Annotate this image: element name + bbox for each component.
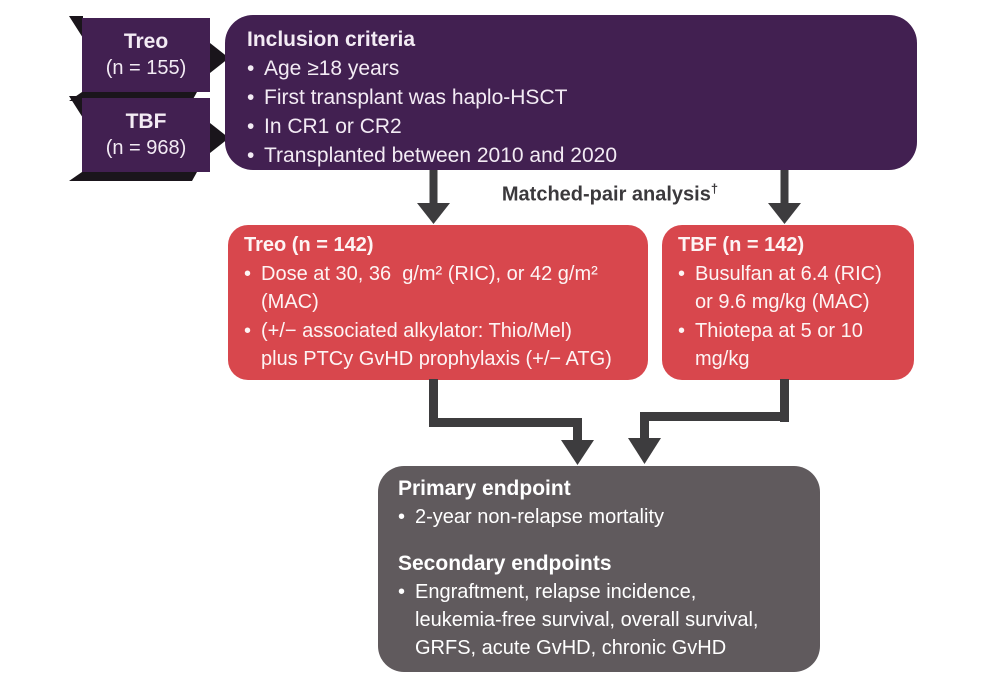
bullet-icon: • — [247, 86, 255, 109]
matched-pair-analysis-label: Matched-pair analysis† — [501, 181, 719, 206]
tbf-box-line: or 9.6 mg/kg (MAC) — [695, 291, 870, 313]
tbf-matched-box: TBF (n = 142) •Busulfan at 6.4 (RIC) or … — [662, 225, 914, 380]
secondary-endpoint-line: •Engraftment, relapse incidence, — [398, 578, 800, 606]
primary-endpoint-line: •2-year non-relapse mortality — [398, 503, 800, 531]
spacer — [398, 531, 800, 550]
secondary-endpoint-line: GRFS, acute GvHD, chronic GvHD — [415, 637, 727, 659]
banner-treo: Treo (n = 155) — [66, 12, 231, 104]
bullet-icon: • — [398, 506, 406, 528]
secondary-endpoint-line: leukemia-free survival, overall survival… — [415, 609, 759, 631]
bullet-icon: • — [247, 57, 255, 80]
treo-box-line: (MAC) — [261, 291, 319, 313]
tbf-box-line: •Thiotepa at 5 or 10 — [678, 317, 898, 346]
bullet-icon: • — [244, 319, 252, 342]
elbow-connector-right-icon — [628, 379, 789, 464]
bullet-icon: • — [247, 115, 255, 138]
bullet-icon: • — [398, 581, 406, 603]
bullet-icon: • — [678, 319, 686, 342]
primary-endpoint-title: Primary endpoint — [398, 477, 571, 500]
treo-matched-title: Treo (n = 142) — [244, 234, 374, 256]
elbow-connector-left-icon — [429, 379, 594, 465]
treo-box-line: •Dose at 30, 36 g/m² (RIC), or 42 g/m² — [244, 260, 632, 289]
banner-treo-count: (n = 155) — [105, 57, 187, 79]
dagger-icon: † — [710, 181, 719, 196]
ribbon-banner-icon — [69, 96, 229, 181]
bullet-icon: • — [678, 262, 686, 285]
endpoints-box: Primary endpoint •2-year non-relapse mor… — [378, 466, 820, 672]
treo-matched-box: Treo (n = 142) •Dose at 30, 36 g/m² (RIC… — [228, 225, 648, 380]
tbf-box-line: •Busulfan at 6.4 (RIC) — [678, 260, 898, 289]
inclusion-bullet: •First transplant was haplo-HSCT — [247, 83, 895, 112]
tbf-box-line: mg/kg — [695, 348, 750, 370]
inclusion-criteria-title: Inclusion criteria — [247, 28, 416, 51]
inclusion-bullet: •In CR1 or CR2 — [247, 112, 895, 141]
inclusion-criteria-box: Inclusion criteria •Age ≥18 years •First… — [225, 15, 917, 170]
tbf-matched-title: TBF (n = 142) — [678, 234, 805, 256]
ribbon-banner-icon — [69, 16, 229, 101]
inclusion-bullet: •Age ≥18 years — [247, 54, 895, 83]
down-arrow-icon — [768, 170, 801, 224]
treo-box-line: •(+/− associated alkylator: Thio/Mel) — [244, 317, 632, 346]
inclusion-bullet: •Transplanted between 2010 and 2020 — [247, 141, 895, 170]
bullet-icon: • — [247, 144, 255, 167]
banner-tbf: TBF (n = 968) — [66, 92, 231, 184]
banner-tbf-count: (n = 968) — [105, 137, 187, 159]
banner-treo-label: Treo — [123, 30, 169, 53]
banner-tbf-label: TBF — [125, 110, 167, 133]
treo-box-line: plus PTCy GvHD prophylaxis (+/− ATG) — [261, 348, 612, 370]
bullet-icon: • — [244, 262, 252, 285]
secondary-endpoints-title: Secondary endpoints — [398, 552, 612, 575]
down-arrow-icon — [417, 170, 450, 224]
